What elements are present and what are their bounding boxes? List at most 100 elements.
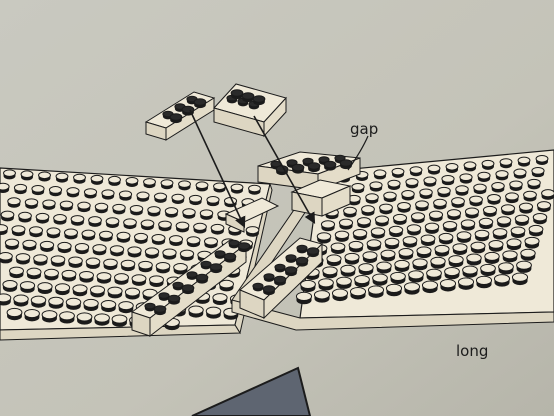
stud [420, 234, 436, 247]
stud [473, 183, 487, 195]
stud [423, 176, 437, 187]
stud [446, 209, 462, 221]
stud [48, 186, 63, 197]
stud [408, 270, 424, 283]
stud [480, 263, 496, 277]
stud [365, 193, 379, 204]
stud [155, 261, 171, 274]
stud [383, 191, 397, 203]
stud [118, 190, 133, 201]
stud [76, 312, 93, 325]
stud [419, 188, 433, 199]
stud [48, 296, 64, 309]
stud [241, 92, 255, 103]
stud [0, 293, 12, 306]
stud [531, 166, 545, 178]
stud [11, 225, 26, 237]
stud [336, 276, 352, 289]
stud [433, 198, 447, 210]
stud [133, 232, 149, 244]
stud [499, 158, 513, 169]
stud [193, 98, 207, 109]
stud [209, 263, 223, 274]
stud [41, 310, 58, 323]
stud [144, 302, 156, 312]
long-label: long [456, 342, 488, 360]
stud [402, 236, 418, 248]
stud [13, 294, 29, 307]
stud [491, 182, 505, 193]
stud [470, 241, 486, 254]
stud [322, 266, 338, 279]
stud [466, 253, 482, 266]
stud [498, 262, 514, 275]
stud [140, 219, 155, 231]
stud [22, 239, 37, 251]
stud [85, 257, 101, 269]
stud [188, 194, 203, 206]
stud [38, 171, 51, 182]
stud [83, 188, 98, 199]
stud [181, 284, 195, 295]
stud [112, 203, 126, 215]
stud [510, 226, 526, 239]
stud [125, 177, 139, 188]
stud [366, 239, 382, 251]
stud [18, 211, 32, 223]
stud [372, 273, 388, 286]
stud [505, 192, 519, 204]
stud [349, 286, 367, 300]
stud [114, 273, 129, 285]
stud [506, 238, 522, 251]
stud [188, 305, 204, 318]
stud [57, 241, 72, 254]
stud [307, 162, 321, 173]
stud [295, 256, 309, 267]
stud [24, 309, 40, 322]
stud [295, 291, 313, 305]
stud [54, 283, 71, 296]
stud [477, 171, 491, 182]
stud [173, 263, 188, 275]
stud [175, 221, 190, 233]
stud [123, 218, 137, 230]
stud [19, 281, 36, 293]
stud [430, 256, 446, 269]
stud [55, 172, 69, 183]
stud [390, 271, 406, 285]
stud [493, 274, 511, 287]
stud [131, 274, 147, 286]
stud [79, 270, 94, 283]
stud [24, 198, 39, 209]
stud [385, 283, 403, 297]
stud [0, 210, 15, 222]
stud [42, 199, 56, 210]
stud [410, 212, 426, 224]
stud [318, 278, 334, 291]
stud [116, 231, 131, 243]
stud [182, 208, 196, 219]
stud [338, 218, 354, 230]
stud [398, 248, 414, 260]
stud [354, 275, 370, 288]
stud [153, 305, 167, 316]
stud [373, 169, 387, 180]
stud [339, 159, 353, 170]
stud [6, 307, 23, 321]
stud [124, 287, 141, 300]
arrow-left-brick [189, 109, 246, 229]
stud [424, 222, 440, 234]
stud [388, 225, 404, 238]
stud [397, 201, 411, 213]
stud [511, 272, 529, 286]
right-edge-dark-studs [252, 244, 320, 296]
stud [205, 306, 222, 319]
floating-brick-left [144, 91, 216, 141]
stud [460, 219, 476, 231]
stud [523, 190, 537, 202]
stud [160, 179, 174, 190]
stud [100, 300, 117, 313]
stud [193, 222, 207, 234]
stud [63, 228, 79, 240]
stud [343, 206, 357, 218]
